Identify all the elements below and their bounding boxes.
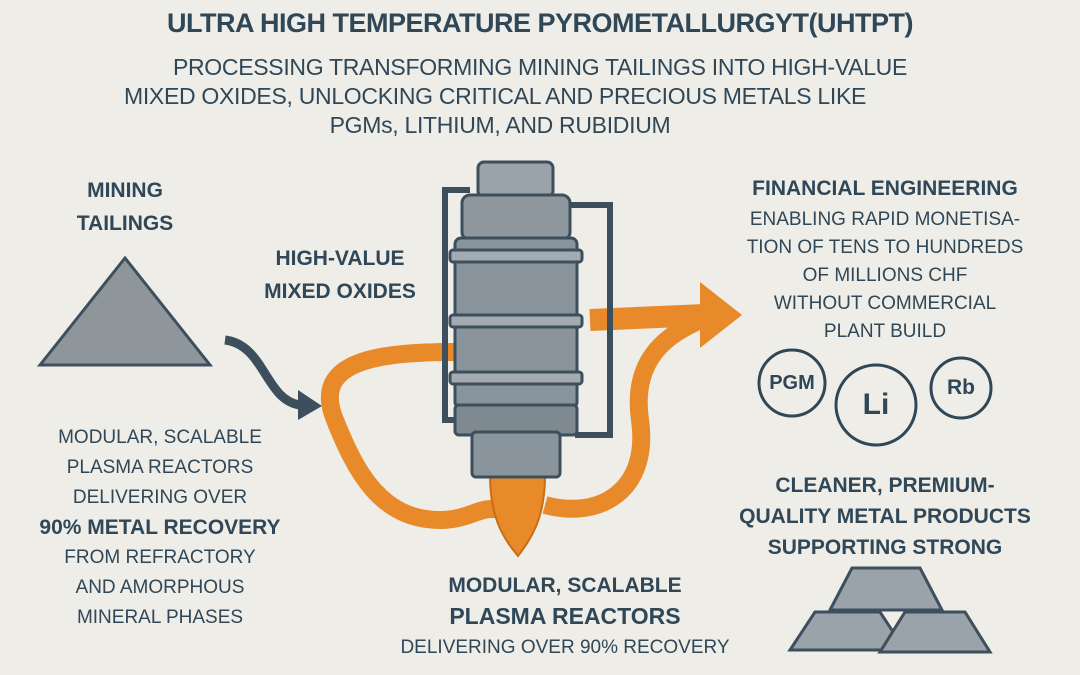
bottom-text-line: PLASMA REACTORS <box>449 603 681 629</box>
left-text-line: MINERAL PHASES <box>76 607 244 628</box>
financial-line: ENABLING RAPID MONETISA- <box>749 209 1021 230</box>
financial-heading: FINANCIAL ENGINEERING <box>752 177 1018 200</box>
mining-tailings-label: TAILINGS <box>76 212 174 235</box>
left-text-line: AND AMORPHOUS <box>75 577 245 598</box>
products-line: SUPPORTING STRONG <box>767 536 1003 559</box>
left-text-line: MODULAR, SCALABLE <box>58 427 262 448</box>
pgm-circle <box>757 348 827 418</box>
subtitle-line: MIXED OXIDES, UNLOCKING CRITICAL AND PRE… <box>123 83 867 109</box>
flame-icon <box>488 474 547 558</box>
li-circle <box>834 363 918 447</box>
left-text-line: DELIVERING OVER <box>72 487 248 508</box>
bottom-text-line: MODULAR, SCALABLE <box>448 574 682 597</box>
left-text-line: PLASMA REACTORS <box>66 457 254 478</box>
products-line: CLEANER, PREMIUM- <box>775 474 995 497</box>
gray-arrow-icon <box>224 335 302 410</box>
subtitle-line: PROCESSING TRANSFORMING MINING TAILINGS … <box>172 54 908 80</box>
financial-line: WITHOUT COMMERCIAL <box>773 293 997 314</box>
financial-line: PLANT BUILD <box>823 321 947 342</box>
rb-circle <box>929 356 993 420</box>
orange-arrowhead <box>700 282 742 348</box>
subtitle-line: PGMs, LITHIUM, AND RUBIDIUM <box>329 112 671 138</box>
li-label: Li <box>862 388 890 421</box>
pgm-label: PGM <box>769 372 815 394</box>
flow-arrow-icon <box>320 311 705 530</box>
metal-ingots-icon <box>787 566 993 654</box>
bottom-text-line: DELIVERING OVER 90% RECOVERY <box>400 637 730 658</box>
reactor-icon <box>442 160 613 479</box>
left-text-line: FROM REFRACTORY <box>64 547 256 568</box>
gray-arrowhead <box>298 390 322 420</box>
mixed-oxides-label: MIXED OXIDES <box>264 280 416 303</box>
rb-label: Rb <box>947 376 975 399</box>
page-title: ULTRA HIGH TEMPERATURE PYROMETALLURGYT(U… <box>167 8 913 38</box>
products-line: QUALITY METAL PRODUCTS <box>739 505 1031 528</box>
tailings-pile-icon <box>36 255 214 367</box>
financial-line: TION OF TENS TO HUNDREDS <box>746 237 1024 258</box>
left-text-line: 90% METAL RECOVERY <box>39 516 281 539</box>
financial-line: OF MILLIONS CHF <box>802 265 968 286</box>
mixed-oxides-label: HIGH-VALUE <box>275 247 405 270</box>
mining-tailings-label: MINING <box>87 179 163 202</box>
